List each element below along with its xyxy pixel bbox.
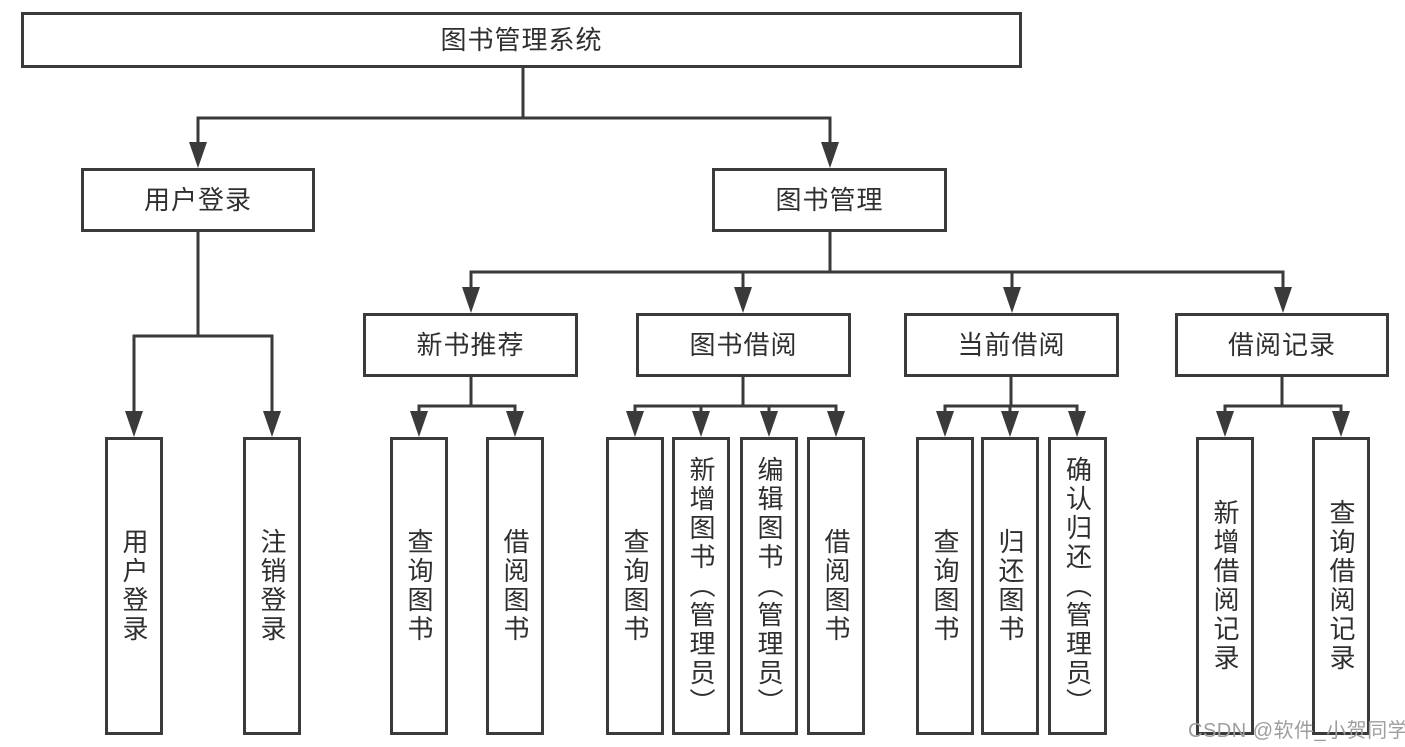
node-new-book-recommend: 新书推荐 [363,313,578,377]
node-book-management-label: 图书管理 [775,185,884,215]
arrowhead-icon [1001,411,1019,437]
node-cb-query-books: 查询图书 [916,437,974,735]
node-logout: 注销登录 [243,437,301,735]
arrowhead-icon [734,287,752,313]
connector-root-to-level2 [196,66,832,152]
arrowhead-icon [506,411,524,437]
arrowhead-icon [821,142,839,168]
node-bb-borrow-books-label: 借阅图书 [821,528,851,644]
node-br-add-record: 新增借阅记录 [1196,437,1254,735]
node-user-login-label: 用户登录 [143,185,252,215]
node-borrowing-records: 借阅记录 [1175,313,1389,377]
node-login: 用户登录 [105,437,163,735]
node-current-borrowing: 当前借阅 [904,313,1119,377]
connector-borrowing-records-children [1223,375,1343,421]
node-cb-confirm-return-admin-label: 确认归还（管理员） [1062,455,1093,717]
arrowhead-icons [125,142,1350,437]
arrowhead-icon [125,411,143,437]
node-root: 图书管理系统 [21,12,1022,68]
node-book-management: 图书管理 [712,168,947,232]
node-bb-add-books-admin: 新增图书（管理员） [672,437,730,735]
arrowhead-icon [827,411,845,437]
node-bb-borrow-books: 借阅图书 [807,437,865,735]
node-root-label: 图书管理系统 [440,25,603,55]
arrowhead-icon [936,411,954,437]
node-logout-label: 注销登录 [257,528,287,644]
arrowhead-icon [760,411,778,437]
arrowhead-icon [1216,411,1234,437]
node-borrowing-records-label: 借阅记录 [1227,330,1336,360]
node-new-book-recommend-label: 新书推荐 [416,330,525,360]
arrowhead-icon [263,411,281,437]
node-bb-edit-books-admin: 编辑图书（管理员） [740,437,798,735]
node-user-login: 用户登录 [81,168,315,232]
arrowhead-icon [410,411,428,437]
connector-book-borrowing-children [633,375,838,421]
arrowhead-icon [1274,287,1292,313]
node-book-borrowing: 图书借阅 [636,313,851,377]
node-cb-return-books: 归还图书 [981,437,1039,735]
node-book-borrowing-label: 图书借阅 [689,330,798,360]
arrowhead-icon [1003,287,1021,313]
node-bb-query-books: 查询图书 [606,437,664,735]
node-cb-confirm-return-admin: 确认归还（管理员） [1048,437,1107,735]
arrowhead-icon [1332,411,1350,437]
arrowhead-icon [1068,411,1086,437]
node-nbr-query-books-label: 查询图书 [404,528,434,644]
node-bb-add-books-admin-label: 新增图书（管理员） [686,455,716,717]
arrowhead-icon [189,142,207,168]
arrowhead-icon [626,411,644,437]
node-cb-query-books-label: 查询图书 [930,528,960,644]
node-bb-query-books-label: 查询图书 [620,528,650,644]
node-bb-edit-books-admin-label: 编辑图书（管理员） [754,455,784,717]
node-cb-return-books-label: 归还图书 [995,528,1025,644]
arrowhead-icon [462,287,480,313]
arrowhead-icon [692,411,710,437]
node-login-label: 用户登录 [119,528,149,644]
node-br-query-record-label: 查询借阅记录 [1326,499,1356,673]
connector-book-management-children [469,230,1285,297]
csdn-watermark: CSDN @软件_小贺同学 [1188,720,1405,742]
node-br-add-record-label: 新增借阅记录 [1210,499,1240,673]
node-br-query-record: 查询借阅记录 [1312,437,1370,735]
connector-user-login-children [132,230,274,421]
node-nbr-query-books: 查询图书 [390,437,448,735]
connector-new-book-children [417,375,517,421]
node-current-borrowing-label: 当前借阅 [957,330,1066,360]
node-nbr-borrow-books: 借阅图书 [486,437,544,735]
node-nbr-borrow-books-label: 借阅图书 [500,528,530,644]
